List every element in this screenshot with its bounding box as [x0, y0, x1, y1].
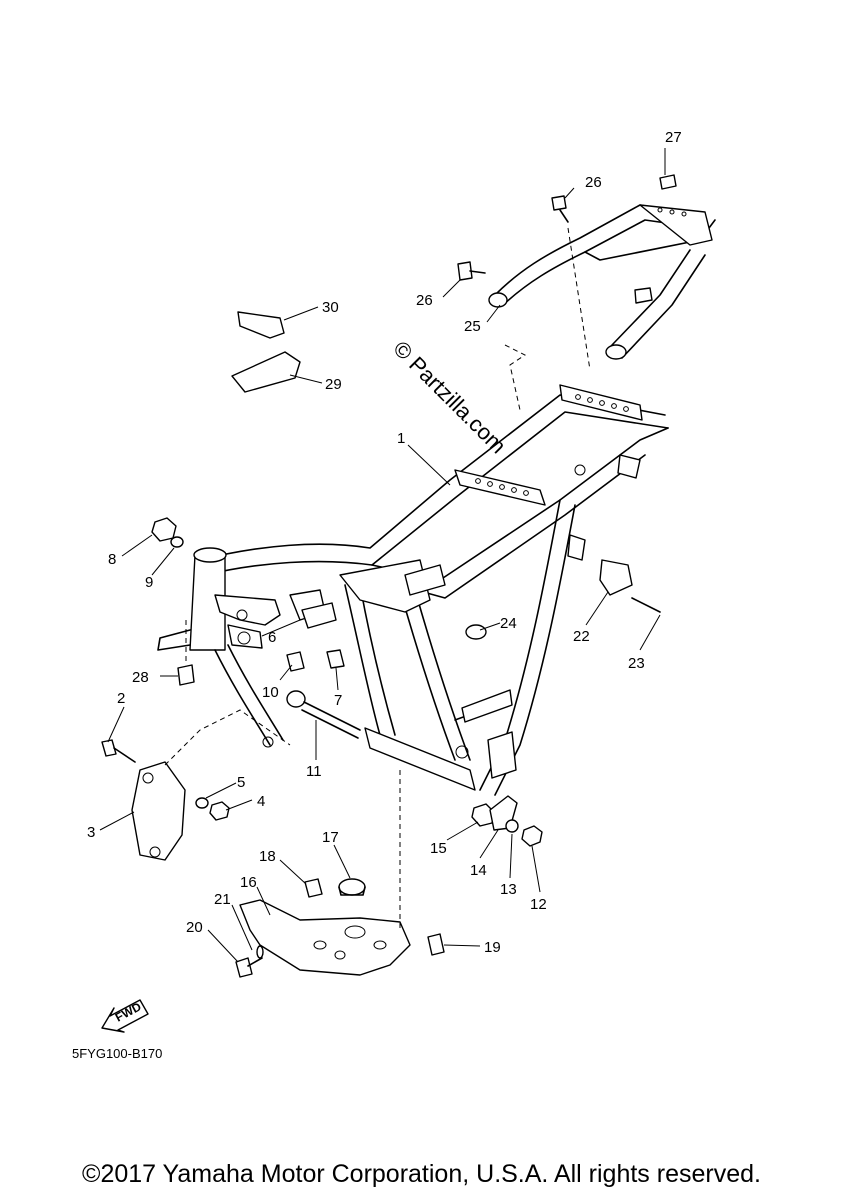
callout-29: 29	[325, 376, 342, 393]
callout-28: 28	[132, 669, 149, 686]
fwd-arrow-icon: FWD	[101, 999, 149, 1033]
callout-9: 9	[145, 574, 153, 591]
callout-27: 27	[665, 129, 682, 146]
callout-6: 6	[268, 629, 276, 646]
callout-13: 13	[500, 881, 517, 898]
callout-23: 23	[628, 655, 645, 672]
callout-25: 25	[464, 318, 481, 335]
callout-1: 1	[397, 430, 405, 447]
rear-subframe	[488, 204, 716, 411]
callouts: 1 2 3 4 5 6 7 8 9 10 11 12 13 14 15 16 1…	[87, 129, 682, 956]
callout-8: 8	[108, 551, 116, 568]
callout-21: 21	[214, 891, 231, 908]
callout-3: 3	[87, 824, 95, 841]
leader-lines	[99, 148, 666, 963]
callout-5: 5	[237, 774, 245, 791]
callout-16: 16	[240, 874, 257, 891]
small-parts	[101, 174, 677, 978]
callout-22: 22	[573, 628, 590, 645]
callout-18: 18	[259, 848, 276, 865]
part-code: 5FYG100-B170	[72, 1046, 162, 1061]
copyright-notice: ©2017 Yamaha Motor Corporation, U.S.A. A…	[82, 1160, 761, 1188]
callout-19: 19	[484, 939, 501, 956]
callout-24: 24	[500, 615, 517, 632]
callout-7: 7	[334, 692, 342, 709]
main-frame	[157, 384, 669, 796]
callout-20: 20	[186, 919, 203, 936]
callout-30: 30	[322, 299, 339, 316]
callout-12: 12	[530, 896, 547, 913]
callout-10: 10	[262, 684, 279, 701]
callout-17: 17	[322, 829, 339, 846]
callout-26a: 26	[585, 174, 602, 191]
callout-4: 4	[257, 793, 265, 810]
callout-26b: 26	[416, 292, 433, 309]
callout-15: 15	[430, 840, 447, 857]
callout-2: 2	[117, 690, 125, 707]
callout-14: 14	[470, 862, 487, 879]
watermark: © Partzilla.com	[388, 336, 511, 459]
callout-11: 11	[306, 763, 322, 780]
